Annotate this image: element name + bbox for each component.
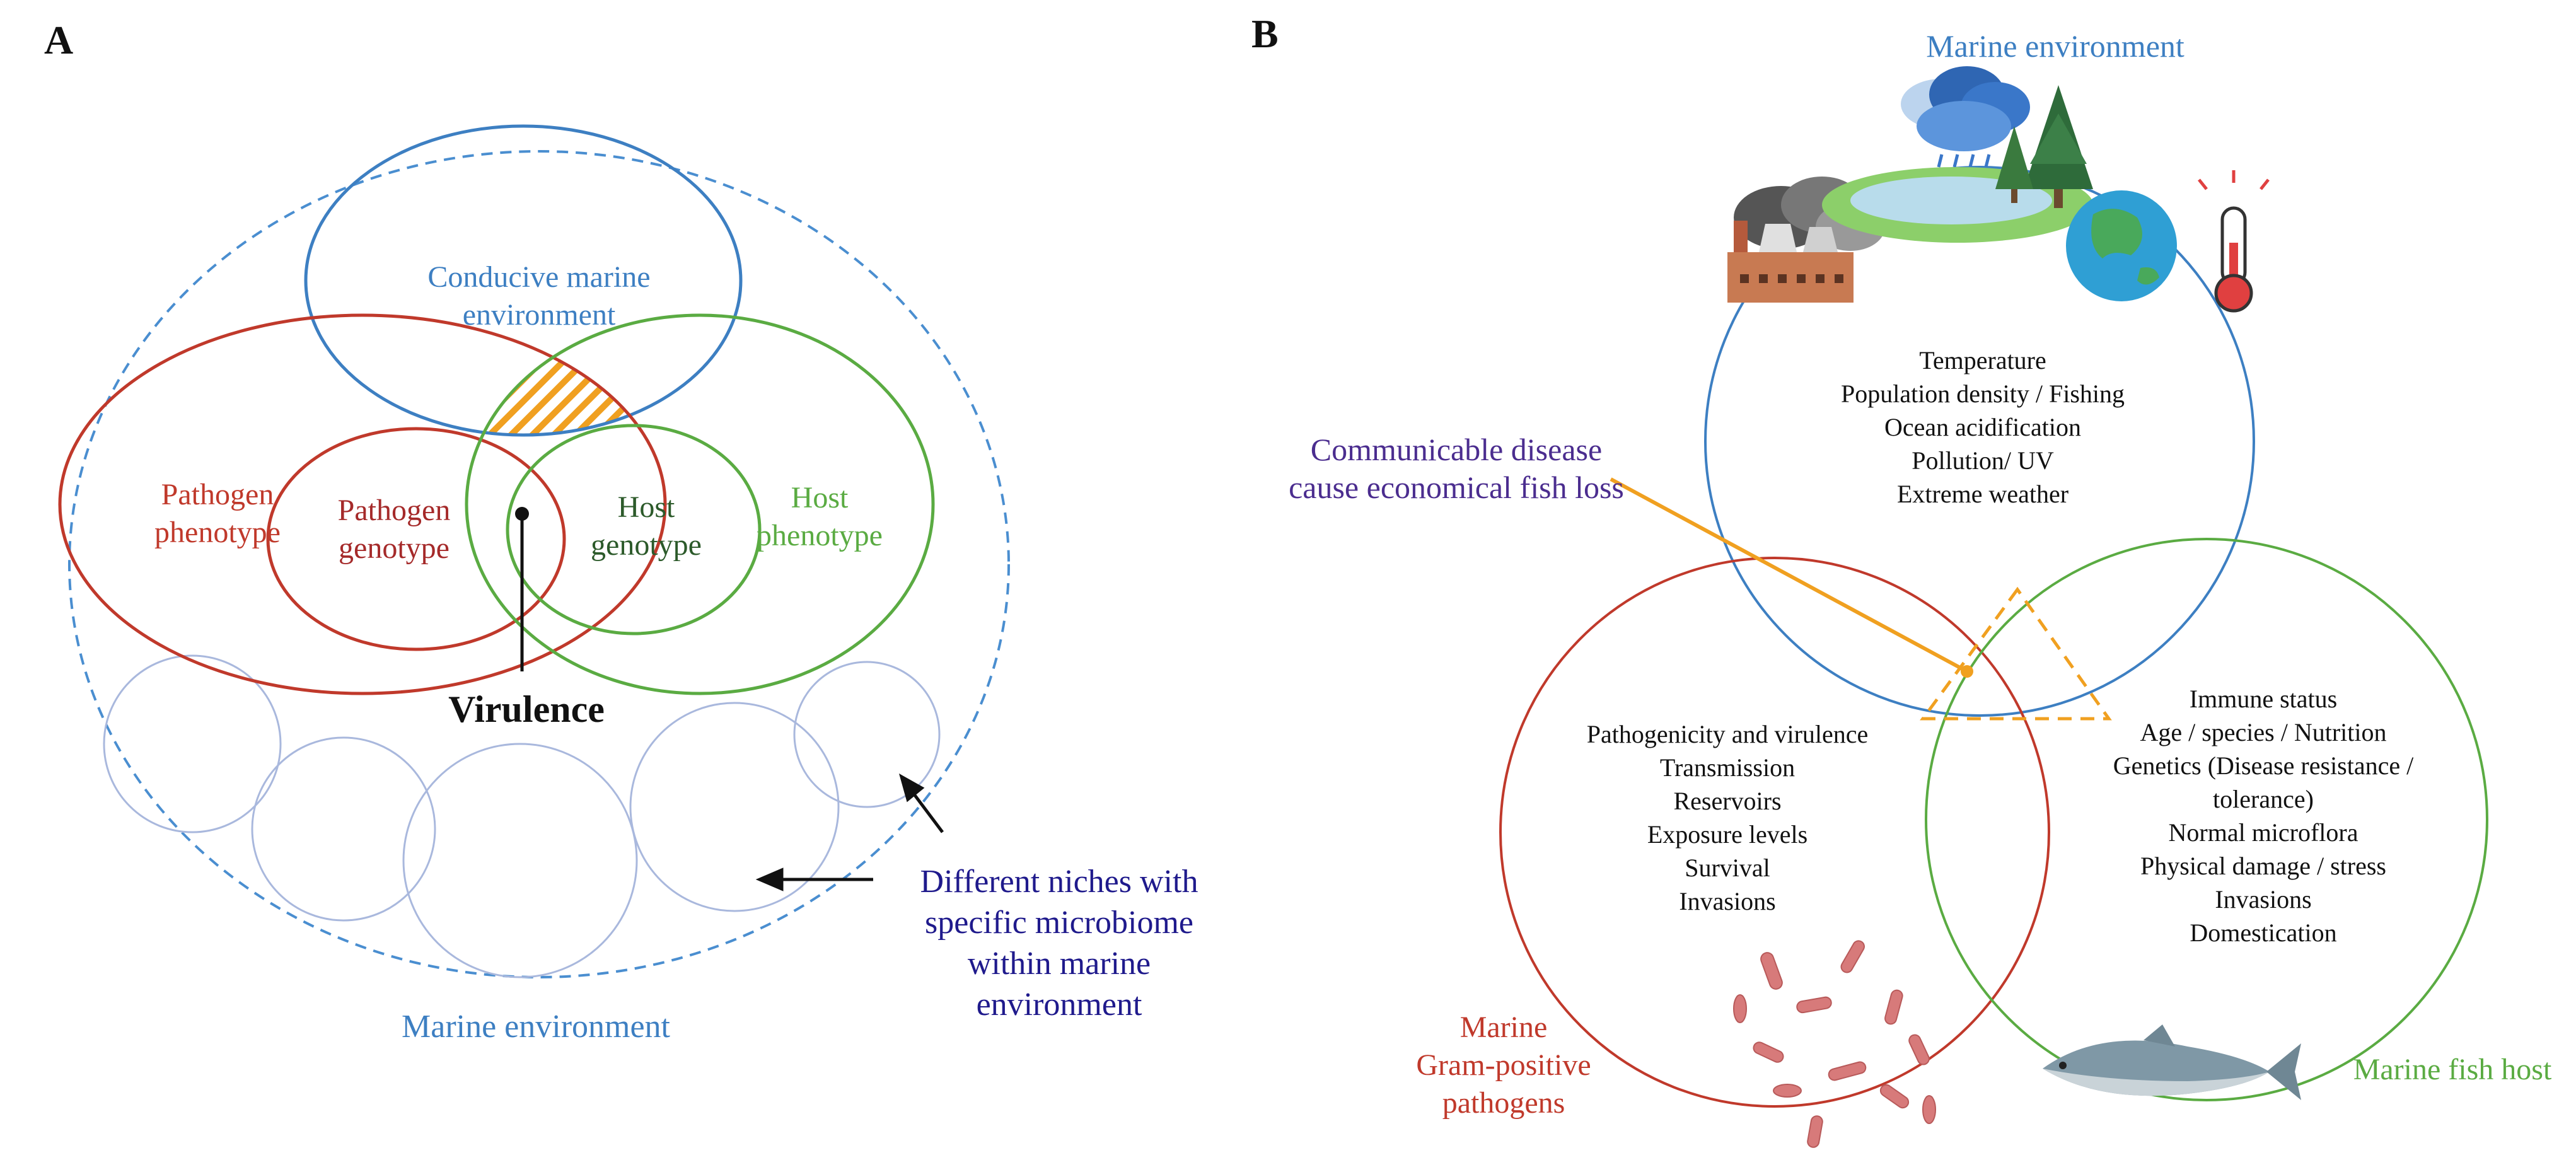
conducive-environment-ellipse xyxy=(304,124,743,437)
earth-globe-icon xyxy=(2066,190,2177,301)
host-factor: Immune status xyxy=(2190,685,2337,713)
host-factor: Invasions xyxy=(2215,885,2311,914)
niches-label-line2: specific microbiome xyxy=(925,905,1193,941)
niche-circle xyxy=(629,702,840,912)
pathogen-factor: Invasions xyxy=(1679,887,1775,915)
environment-factor: Extreme weather xyxy=(1897,480,2068,508)
niche-circle xyxy=(793,661,941,808)
marine-environment-dashed-ellipse xyxy=(68,150,1010,978)
host-phenotype-ellipse xyxy=(465,313,935,695)
conducive-label-line2: environment xyxy=(463,298,616,332)
virulence-label: Virulence xyxy=(448,688,605,730)
niche-circles xyxy=(103,654,941,978)
environment-factor: Population density / Fishing xyxy=(1841,380,2125,408)
niche-circle xyxy=(103,654,282,833)
virulence-intersection-hatch xyxy=(467,315,665,435)
host-genotype-label-line1: Host xyxy=(618,490,675,524)
host-factor: Normal microflora xyxy=(2169,818,2358,847)
host-factor: tolerance) xyxy=(2213,785,2314,813)
pathogens-label-line3: pathogens xyxy=(1442,1086,1565,1120)
pathogen-factor: Pathogenicity and virulence xyxy=(1587,720,1869,748)
panel-a-letter: A xyxy=(44,18,73,62)
niches-label-line3: within marine xyxy=(968,946,1151,982)
niche-circle xyxy=(251,736,436,922)
fish-host-label: Marine fish host xyxy=(2353,1053,2552,1086)
host-factors-list: Immune status Age / species / Nutrition … xyxy=(2113,685,2414,947)
host-factor: Physical damage / stress xyxy=(2140,852,2386,880)
pathogen-factor: Exposure levels xyxy=(1647,820,1807,849)
thermometer-icon xyxy=(2198,170,2270,313)
niches-label-line4: environment xyxy=(977,987,1142,1023)
niche-arrows xyxy=(755,773,944,891)
pathogen-factor: Reservoirs xyxy=(1673,787,1781,815)
environment-circle xyxy=(1704,166,2255,717)
host-factor: Genetics (Disease resistance / xyxy=(2113,751,2414,780)
tree-icon xyxy=(1995,85,2093,208)
panel-b: B Marine environment Communicable diseas… xyxy=(1251,11,2552,1148)
panel-a: A Conducive marine environment Pathogen … xyxy=(44,18,1198,1045)
pathogen-factor: Transmission xyxy=(1660,753,1795,782)
pathogen-genotype-label-line2: genotype xyxy=(339,531,450,565)
host-phenotype-label-line2: phenotype xyxy=(757,519,883,552)
rain-cloud-icon xyxy=(1901,66,2030,168)
host-phenotype-label-line1: Host xyxy=(791,481,849,514)
environment-factor: Ocean acidification xyxy=(1884,413,2081,441)
conducive-label-line1: Conducive marine xyxy=(427,260,650,294)
pathogen-genotype-label-line1: Pathogen xyxy=(338,494,451,527)
pathogen-genotype-ellipse xyxy=(266,427,566,651)
pathogen-factor: Survival xyxy=(1685,854,1770,882)
communicable-label-line1: Communicable disease xyxy=(1311,432,1602,467)
pathogen-phenotype-label-line2: phenotype xyxy=(154,516,281,549)
pathogens-label-line1: Marine xyxy=(1460,1011,1548,1044)
pathogen-factors-list: Pathogenicity and virulence Transmission… xyxy=(1587,720,1869,915)
communicable-pointer-dot xyxy=(1961,665,1973,678)
environment-factors-list: Temperature Population density / Fishing… xyxy=(1841,346,2125,508)
host-genotype-label-line2: genotype xyxy=(591,528,702,562)
host-factor: Age / species / Nutrition xyxy=(2140,718,2386,746)
pathogens-label-line2: Gram-positive xyxy=(1416,1048,1591,1082)
communicable-pointer-line xyxy=(1610,477,1968,673)
marine-environment-title: Marine environment xyxy=(1926,28,2184,64)
niche-circle xyxy=(402,743,638,978)
host-genotype-ellipse xyxy=(506,424,762,635)
host-circle xyxy=(1925,538,2488,1101)
fish-icon xyxy=(2043,1024,2301,1100)
panel-b-letter: B xyxy=(1251,11,1279,56)
pathogen-phenotype-ellipse xyxy=(58,313,667,695)
marine-environment-label: Marine environment xyxy=(402,1009,671,1045)
pathogen-phenotype-label-line1: Pathogen xyxy=(161,478,274,511)
intersection-triangle xyxy=(1920,586,2112,721)
environment-factor: Pollution/ UV xyxy=(1912,446,2054,475)
pathogen-circle xyxy=(1499,557,2050,1108)
niches-label-line1: Different niches with xyxy=(920,864,1198,900)
environment-factor: Temperature xyxy=(1919,346,2046,374)
communicable-label-line2: cause economical fish loss xyxy=(1289,470,1624,505)
bacteria-icon xyxy=(1733,940,1936,1148)
host-factor: Domestication xyxy=(2190,919,2336,947)
